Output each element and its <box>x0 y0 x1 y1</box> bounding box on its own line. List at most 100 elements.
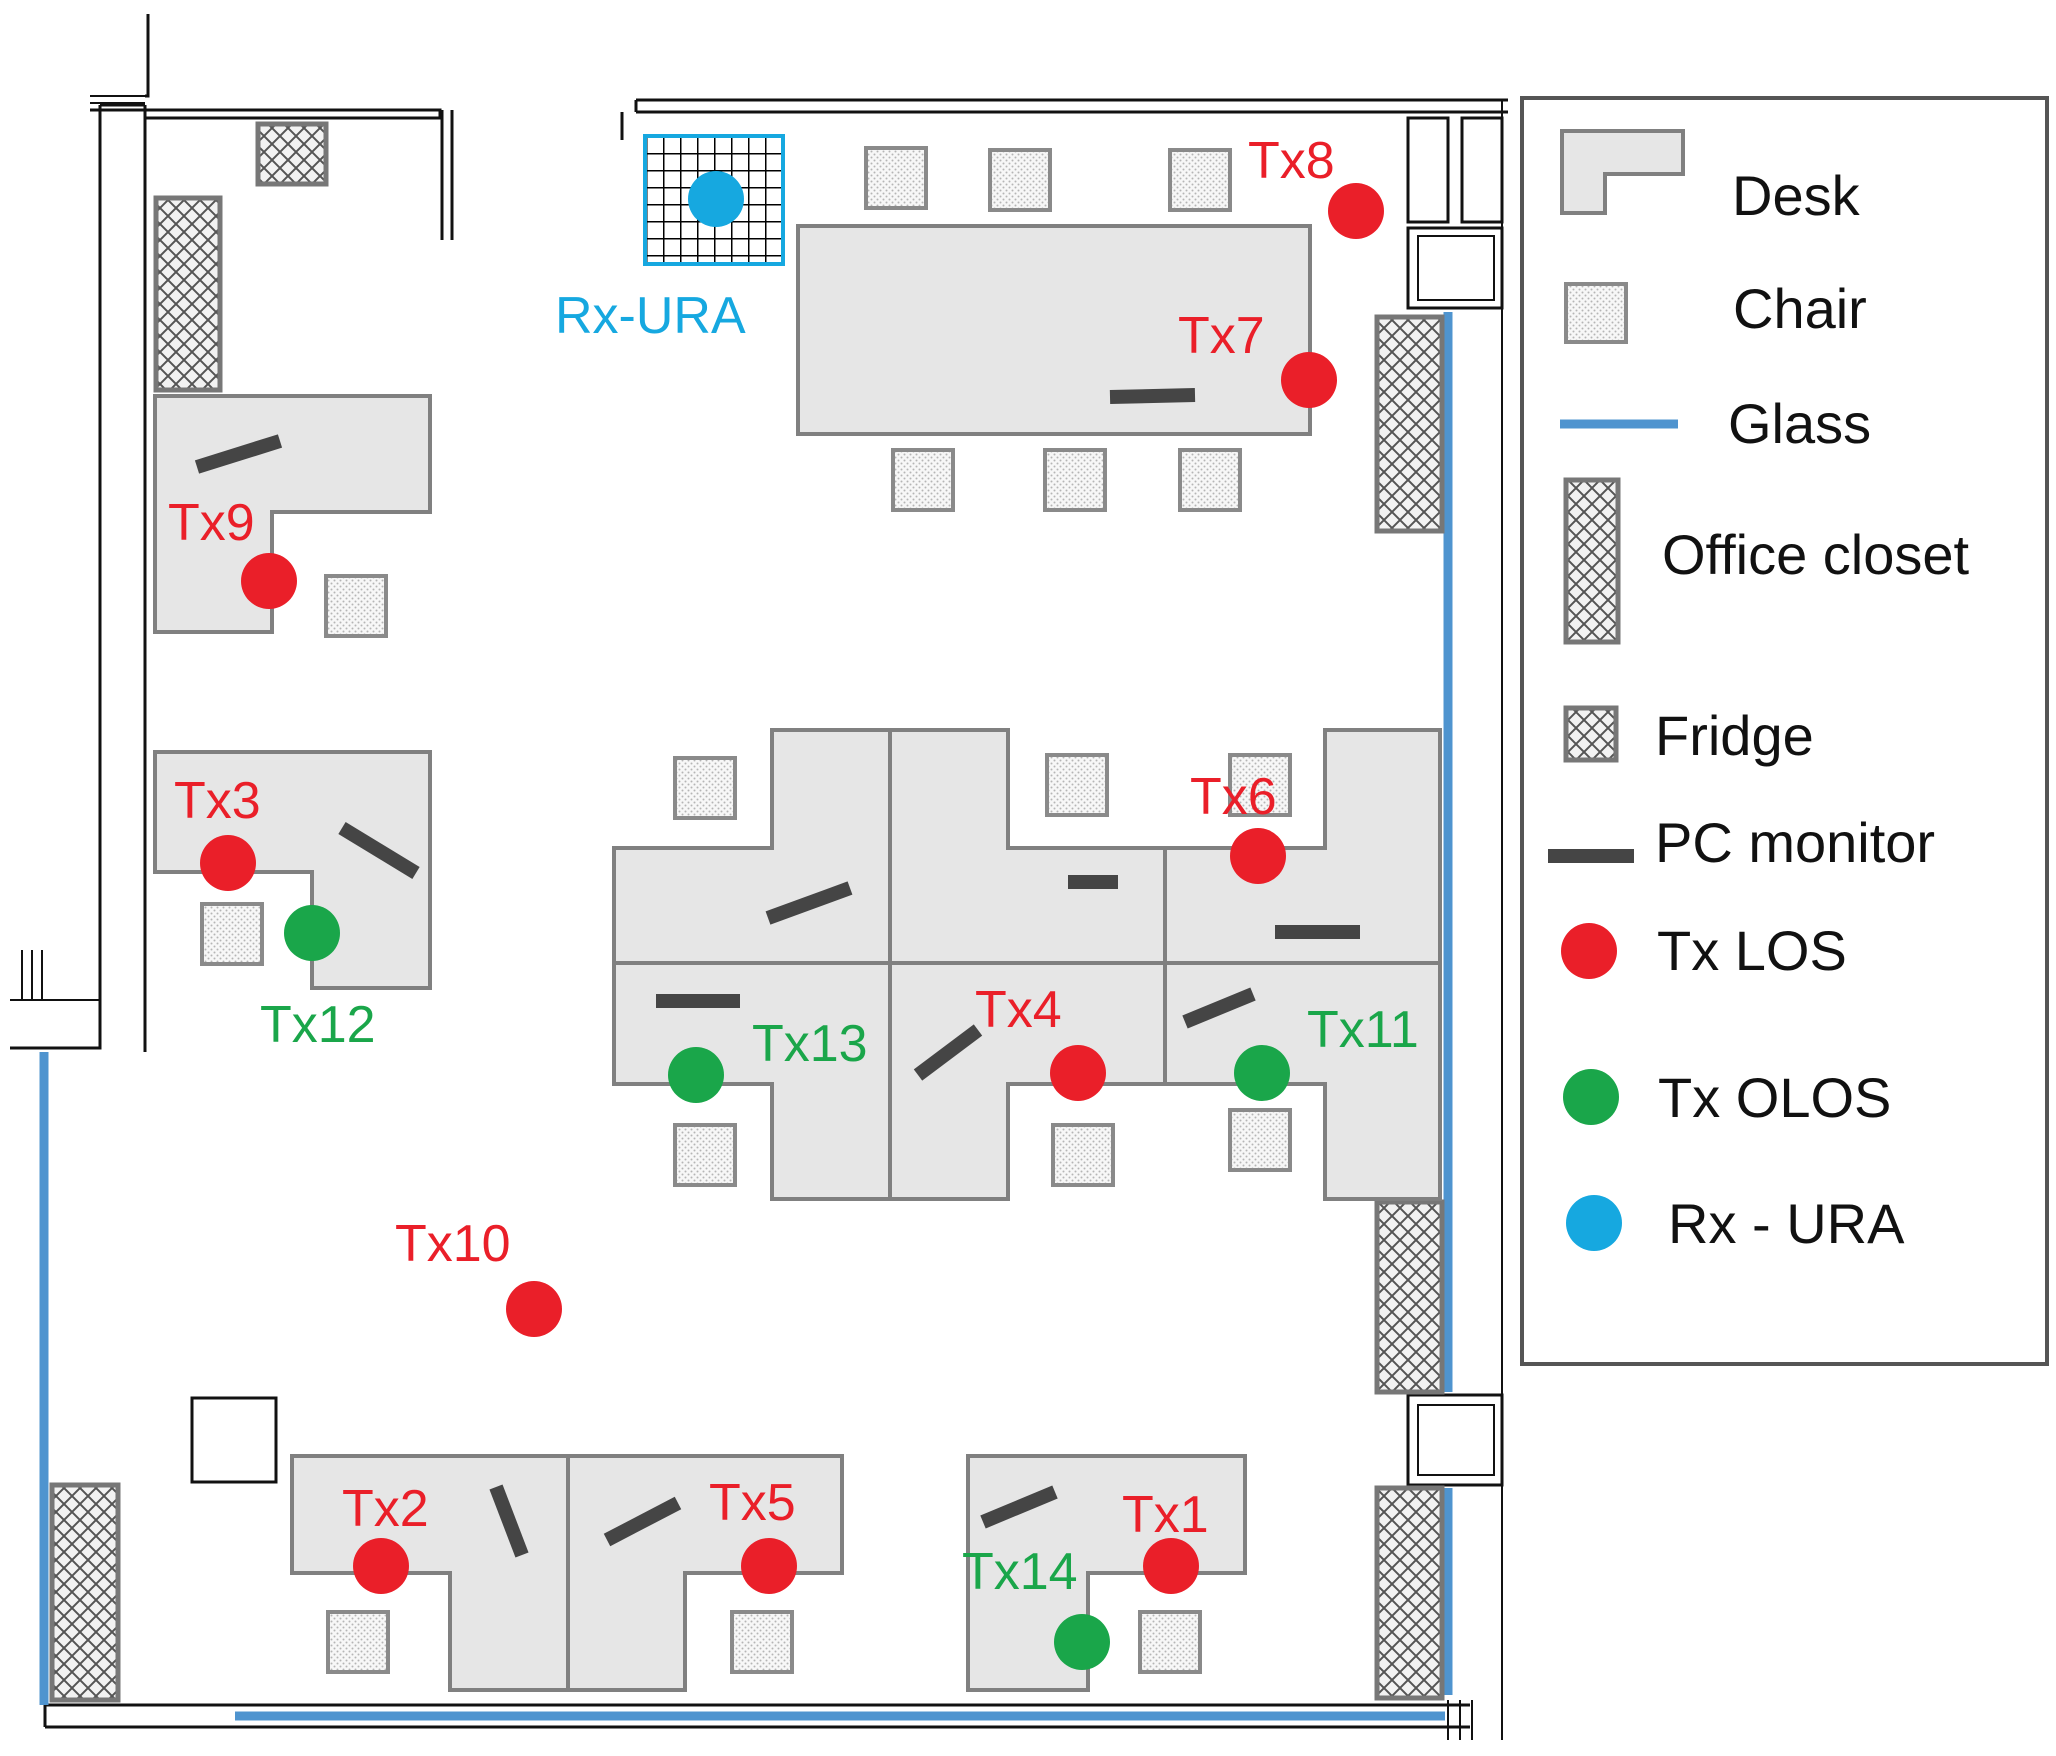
legend-label-rx-ura: Rx - URA <box>1668 1192 1905 1255</box>
tx13-marker <box>668 1047 724 1103</box>
tx4-label: Tx4 <box>975 981 1062 1039</box>
office-closet-icon <box>1563 477 1621 645</box>
bottom-wall <box>43 1703 1470 1729</box>
legend-label-office-closet: Office closet <box>1662 523 1970 586</box>
tx12-marker <box>284 905 340 961</box>
top-right-wall <box>634 98 1508 114</box>
tx14-label: Tx14 <box>962 1543 1078 1601</box>
tx11-marker <box>1234 1045 1290 1101</box>
chair <box>1178 448 1242 512</box>
tx3-label: Tx3 <box>174 772 261 830</box>
tx3-marker <box>200 835 256 891</box>
top-left-wall-edge <box>90 95 145 104</box>
office-closet-right-upper <box>1374 314 1445 534</box>
tx6-marker <box>1230 828 1286 884</box>
top-left-door-jamb <box>440 110 454 240</box>
red-dot-icon <box>1561 923 1617 979</box>
top-right-column-inner <box>1417 235 1495 301</box>
tx7-label: Tx7 <box>1178 307 1265 365</box>
chair <box>1228 753 1292 817</box>
conference-table <box>796 224 1312 436</box>
tx2-label: Tx2 <box>342 1480 429 1538</box>
receiver-group: Rx-URA <box>555 134 785 345</box>
office-closet-right-lower <box>1374 1485 1445 1701</box>
chair <box>673 1123 737 1187</box>
tx13-label: Tx13 <box>752 1015 868 1073</box>
office-closet-left <box>153 195 223 393</box>
office-closet-right-middle <box>1374 1199 1445 1395</box>
legend-label-tx-los: Tx LOS <box>1657 919 1847 982</box>
right-mid-column-inner <box>1417 1404 1495 1476</box>
desk-cluster-bottom-right <box>1163 961 1442 1201</box>
tx11-label: Tx11 <box>1307 1001 1419 1059</box>
tx9-label: Tx9 <box>168 494 255 552</box>
chair-icon <box>1564 282 1628 344</box>
office-closet-left-lower <box>49 1482 121 1703</box>
desk-cluster-top-middle <box>888 728 1167 965</box>
chair <box>326 1610 390 1674</box>
desk-cluster-bottom-left <box>612 961 892 1201</box>
left-inner-wall <box>10 105 102 1050</box>
floor-box <box>190 1396 278 1484</box>
tx8-marker <box>1328 183 1384 239</box>
glass-walls <box>39 312 1453 1721</box>
pc-monitor-icon <box>913 1024 983 1081</box>
chair <box>200 902 264 966</box>
desk-cluster-top-left <box>612 728 892 965</box>
chair <box>988 148 1052 212</box>
left-stub <box>10 950 100 1001</box>
chair <box>864 146 928 210</box>
tx7-marker <box>1281 352 1337 408</box>
pc-monitor-icon <box>603 1496 682 1547</box>
tx10-marker <box>506 1281 562 1337</box>
tx1-label: Tx1 <box>1122 1486 1209 1544</box>
chairs <box>200 146 1292 1674</box>
tx5-marker <box>741 1538 797 1594</box>
fridge-top <box>255 121 329 187</box>
chair <box>1051 1123 1115 1187</box>
chair <box>730 1610 794 1674</box>
tx4-marker <box>1050 1045 1106 1101</box>
pc-monitor-icon <box>1182 987 1256 1029</box>
green-dot-icon <box>1563 1069 1619 1125</box>
chair <box>1228 1108 1292 1172</box>
pc-monitor-icon <box>980 1485 1058 1529</box>
tx14-marker <box>1054 1614 1110 1670</box>
chair <box>1043 448 1107 512</box>
pc-monitor-icon <box>338 822 420 879</box>
rx-ura-marker <box>688 171 744 227</box>
chair <box>1138 1610 1202 1674</box>
top-right-pillar-1 <box>1406 116 1450 224</box>
chair <box>673 756 737 820</box>
desk-tx1 <box>966 1454 1247 1692</box>
tx6-label: Tx6 <box>1190 768 1277 826</box>
walls <box>10 14 1508 1740</box>
legend-label-desk: Desk <box>1732 164 1861 227</box>
top-right-column <box>1406 226 1504 310</box>
chair <box>891 448 955 512</box>
tx2-marker <box>353 1538 409 1594</box>
tx10-label: Tx10 <box>395 1215 511 1273</box>
rx-ura-label: Rx-URA <box>555 287 746 345</box>
chair <box>1168 148 1232 212</box>
desks <box>153 224 1442 1692</box>
closets <box>49 121 1445 1703</box>
desk-icon <box>1560 129 1685 215</box>
legend: Desk Chair Glass Office closet Fridge PC… <box>1520 96 2049 1366</box>
pc-monitors <box>194 388 1360 1558</box>
tx5-label: Tx5 <box>709 1474 796 1532</box>
chair <box>324 574 388 638</box>
pc-monitor-icon <box>1109 388 1196 404</box>
desk-tx5 <box>566 1454 844 1692</box>
top-right-pillar-2 <box>1460 116 1504 224</box>
legend-label-chair: Chair <box>1733 277 1867 340</box>
pc-monitor-icon <box>765 881 853 925</box>
chair <box>1045 753 1109 817</box>
desk-tx3 <box>153 750 432 990</box>
legend-label-pc-monitor: PC monitor <box>1655 811 1935 874</box>
tx12-label: Tx12 <box>260 996 376 1054</box>
blue-dot-icon <box>1566 1195 1622 1251</box>
